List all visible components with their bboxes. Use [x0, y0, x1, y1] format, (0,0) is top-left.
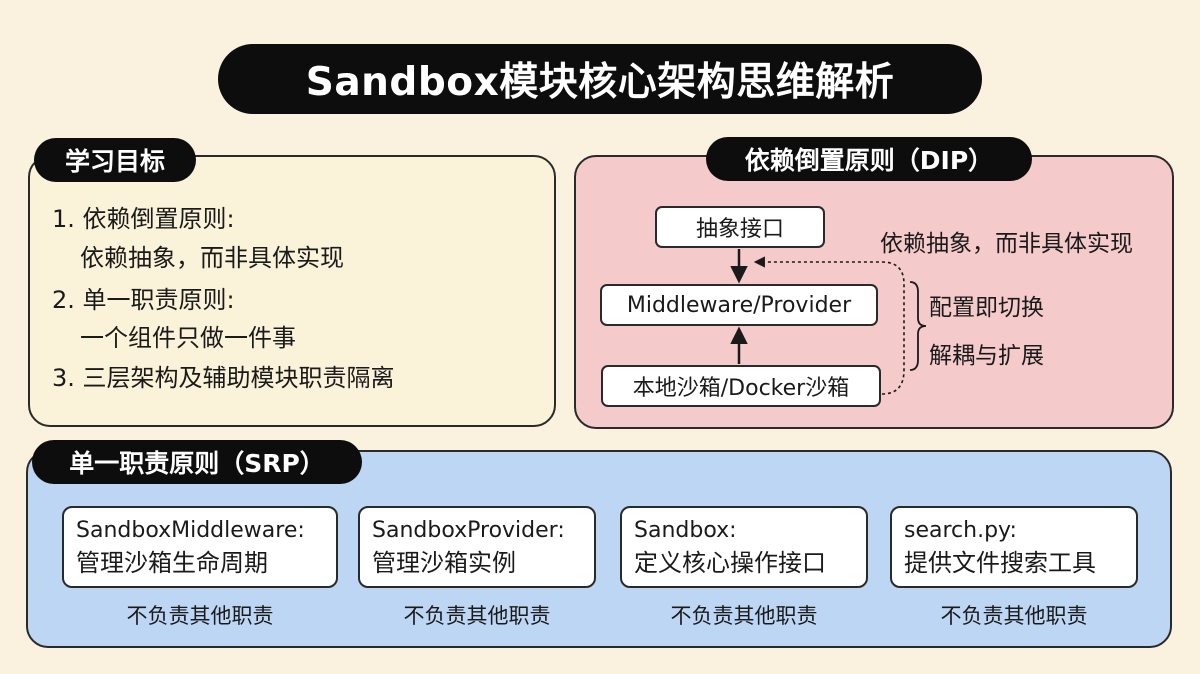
srp-card-note: 不负责其他职责	[126, 604, 274, 628]
goals-label: 学习目标	[34, 138, 196, 182]
goal-line-5: 3. 三层架构及辅助模块职责隔离	[52, 364, 395, 392]
goal-line-2: 依赖抽象，而非具体实现	[80, 244, 344, 272]
srp-card-note: 不负责其他职责	[940, 604, 1088, 628]
dip-switch-text: 配置即切换	[929, 295, 1044, 321]
srp-card-search: search.py: 提供文件搜索工具	[890, 506, 1138, 588]
loop-arrow-icon	[753, 256, 905, 395]
dip-label: 依赖倒置原则（DIP）	[706, 137, 1032, 181]
goal-line-1: 1. 依赖倒置原则:	[52, 205, 235, 233]
srp-card-middleware: SandboxMiddleware: 管理沙箱生命周期	[62, 506, 338, 588]
srp-card-note: 不负责其他职责	[670, 604, 818, 628]
srp-card-desc: 管理沙箱生命周期	[76, 549, 268, 577]
dip-principle-text: 依赖抽象，而非具体实现	[880, 231, 1133, 257]
page-title: Sandbox模块核心架构思维解析	[218, 44, 982, 114]
srp-label: 单一职责原则（SRP）	[32, 440, 362, 484]
srp-card-desc: 定义核心操作接口	[634, 549, 826, 577]
goals-panel	[28, 155, 556, 427]
srp-card-provider: SandboxProvider: 管理沙箱实例	[358, 506, 596, 588]
goal-line-3: 2. 单一职责原则:	[52, 286, 235, 314]
srp-card-name: Sandbox:	[634, 518, 737, 543]
brace-icon	[909, 281, 927, 371]
goal-line-4: 一个组件只做一件事	[80, 324, 296, 352]
srp-card-sandbox: Sandbox: 定义核心操作接口	[620, 506, 868, 588]
middleware-provider-box: Middleware/Provider	[600, 284, 878, 326]
srp-card-note: 不负责其他职责	[403, 604, 551, 628]
srp-card-desc: 提供文件搜索工具	[904, 549, 1096, 577]
srp-card-desc: 管理沙箱实例	[372, 549, 516, 577]
srp-card-name: search.py:	[904, 518, 1017, 543]
abstract-interface-box: 抽象接口	[655, 206, 825, 248]
dip-decouple-text: 解耦与扩展	[929, 343, 1044, 369]
srp-card-name: SandboxMiddleware:	[76, 518, 305, 543]
concrete-sandbox-box: 本地沙箱/Docker沙箱	[601, 365, 881, 407]
srp-card-name: SandboxProvider:	[372, 518, 565, 543]
